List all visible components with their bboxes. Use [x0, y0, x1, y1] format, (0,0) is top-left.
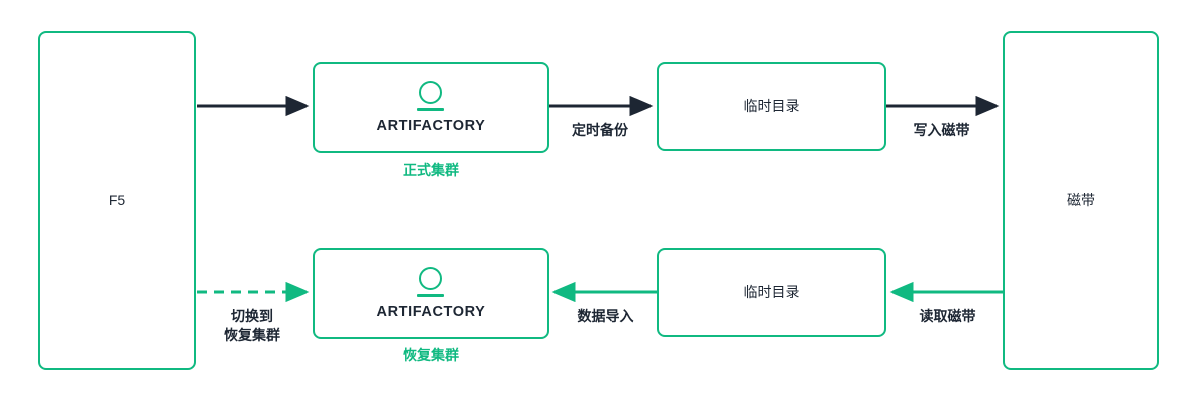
artifactory-bar-icon [417, 108, 445, 111]
artifactory-circle-icon [419, 267, 443, 290]
edge-label-write-to-tape: 写入磁带 [913, 122, 970, 138]
artifactory-logo: ARTIFACTORY [377, 81, 486, 134]
edge-label-read-tape: 读取磁带 [919, 308, 976, 324]
edge-label-switch-to-recovery-cluster: 切换到 恢复集群 [197, 307, 307, 345]
edge-label-switch-line1: 切换到 [231, 308, 273, 324]
node-recovery-cluster-caption: 恢复集群 [403, 347, 459, 363]
node-f5[interactable]: F5 [38, 31, 196, 370]
edge-label-switch-line2: 恢复集群 [224, 326, 280, 343]
node-tape[interactable]: 磁带 [1003, 31, 1159, 370]
artifactory-wordmark: ARTIFACTORY [376, 118, 486, 134]
node-recovery-cluster[interactable]: ARTIFACTORY [313, 248, 549, 339]
node-temp-dir-top[interactable]: 临时目录 [657, 62, 886, 151]
artifactory-wordmark: ARTIFACTORY [376, 304, 486, 320]
node-production-cluster[interactable]: ARTIFACTORY [313, 62, 549, 153]
node-temp-dir-bottom[interactable]: 临时目录 [657, 248, 886, 337]
edge-label-scheduled-backup: 定时备份 [572, 122, 628, 138]
node-temp-dir-top-label: 临时目录 [743, 98, 800, 115]
node-production-cluster-caption: 正式集群 [403, 162, 459, 178]
artifactory-logo-recovery: ARTIFACTORY [377, 267, 486, 320]
edge-label-data-import: 数据导入 [577, 308, 634, 324]
artifactory-circle-icon [419, 81, 443, 104]
artifactory-bar-icon [417, 294, 445, 297]
node-tape-label: 磁带 [1067, 192, 1095, 209]
node-f5-label: F5 [108, 192, 126, 209]
node-temp-dir-bottom-label: 临时目录 [743, 284, 800, 301]
